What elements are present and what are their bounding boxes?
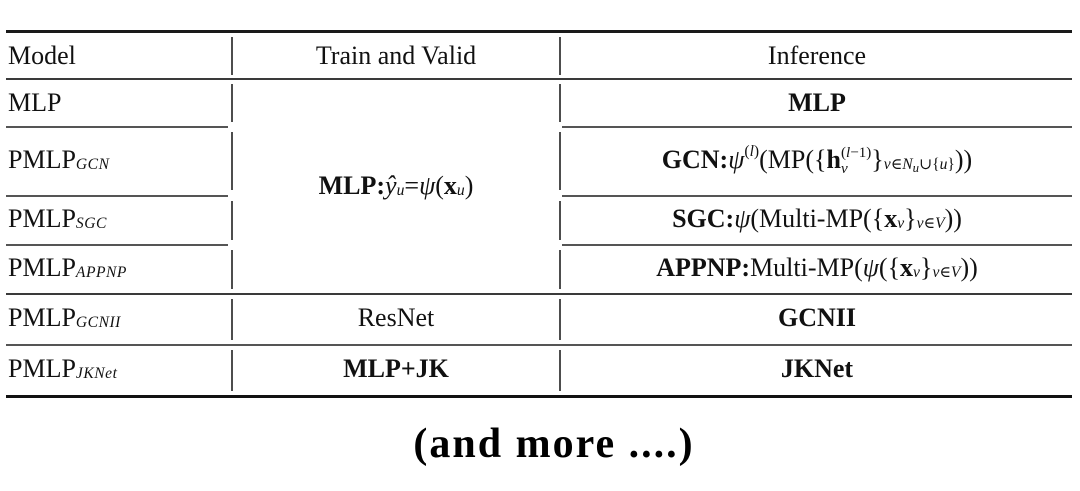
and-more-annotation: (and more ....) — [413, 421, 695, 467]
column-divider — [231, 201, 233, 240]
column-divider — [231, 299, 233, 340]
column-divider — [559, 250, 561, 289]
column-divider — [559, 37, 561, 75]
header-model: Model — [8, 40, 76, 70]
row-divider — [6, 244, 228, 246]
header-train-valid: Train and Valid — [315, 40, 477, 70]
train-value-resnet: ResNet — [357, 303, 435, 333]
column-divider — [231, 350, 233, 391]
model-label-mlp: MLP — [8, 87, 62, 117]
column-divider — [559, 201, 561, 240]
column-divider — [559, 84, 561, 122]
column-divider — [559, 132, 561, 190]
column-divider — [231, 37, 233, 75]
header-inference: Inference — [767, 40, 867, 70]
row-divider — [6, 195, 228, 197]
row-divider — [562, 195, 1072, 197]
column-divider — [231, 250, 233, 289]
column-divider — [559, 350, 561, 391]
section-divider — [6, 293, 1072, 295]
table-rule-bottom — [6, 395, 1072, 398]
header-divider — [6, 78, 1072, 80]
inference-formula-gcn: GCN: ψ(l)(MP({h(l−1)v}v∈Nu∪{u})) — [661, 142, 973, 177]
table-rule-top — [6, 30, 1072, 33]
row-divider — [562, 244, 1072, 246]
row-divider — [6, 126, 228, 128]
inference-value-gcnii: GCNII — [777, 303, 856, 333]
inference-value-mlp: MLP — [788, 87, 846, 117]
column-divider — [231, 84, 233, 122]
train-value-mlp-jk: MLP+JK — [343, 354, 449, 384]
row-divider — [6, 344, 1072, 346]
column-divider — [559, 299, 561, 340]
column-divider — [231, 132, 233, 190]
row-divider — [562, 126, 1072, 128]
inference-value-jknet: JKNet — [780, 354, 854, 384]
